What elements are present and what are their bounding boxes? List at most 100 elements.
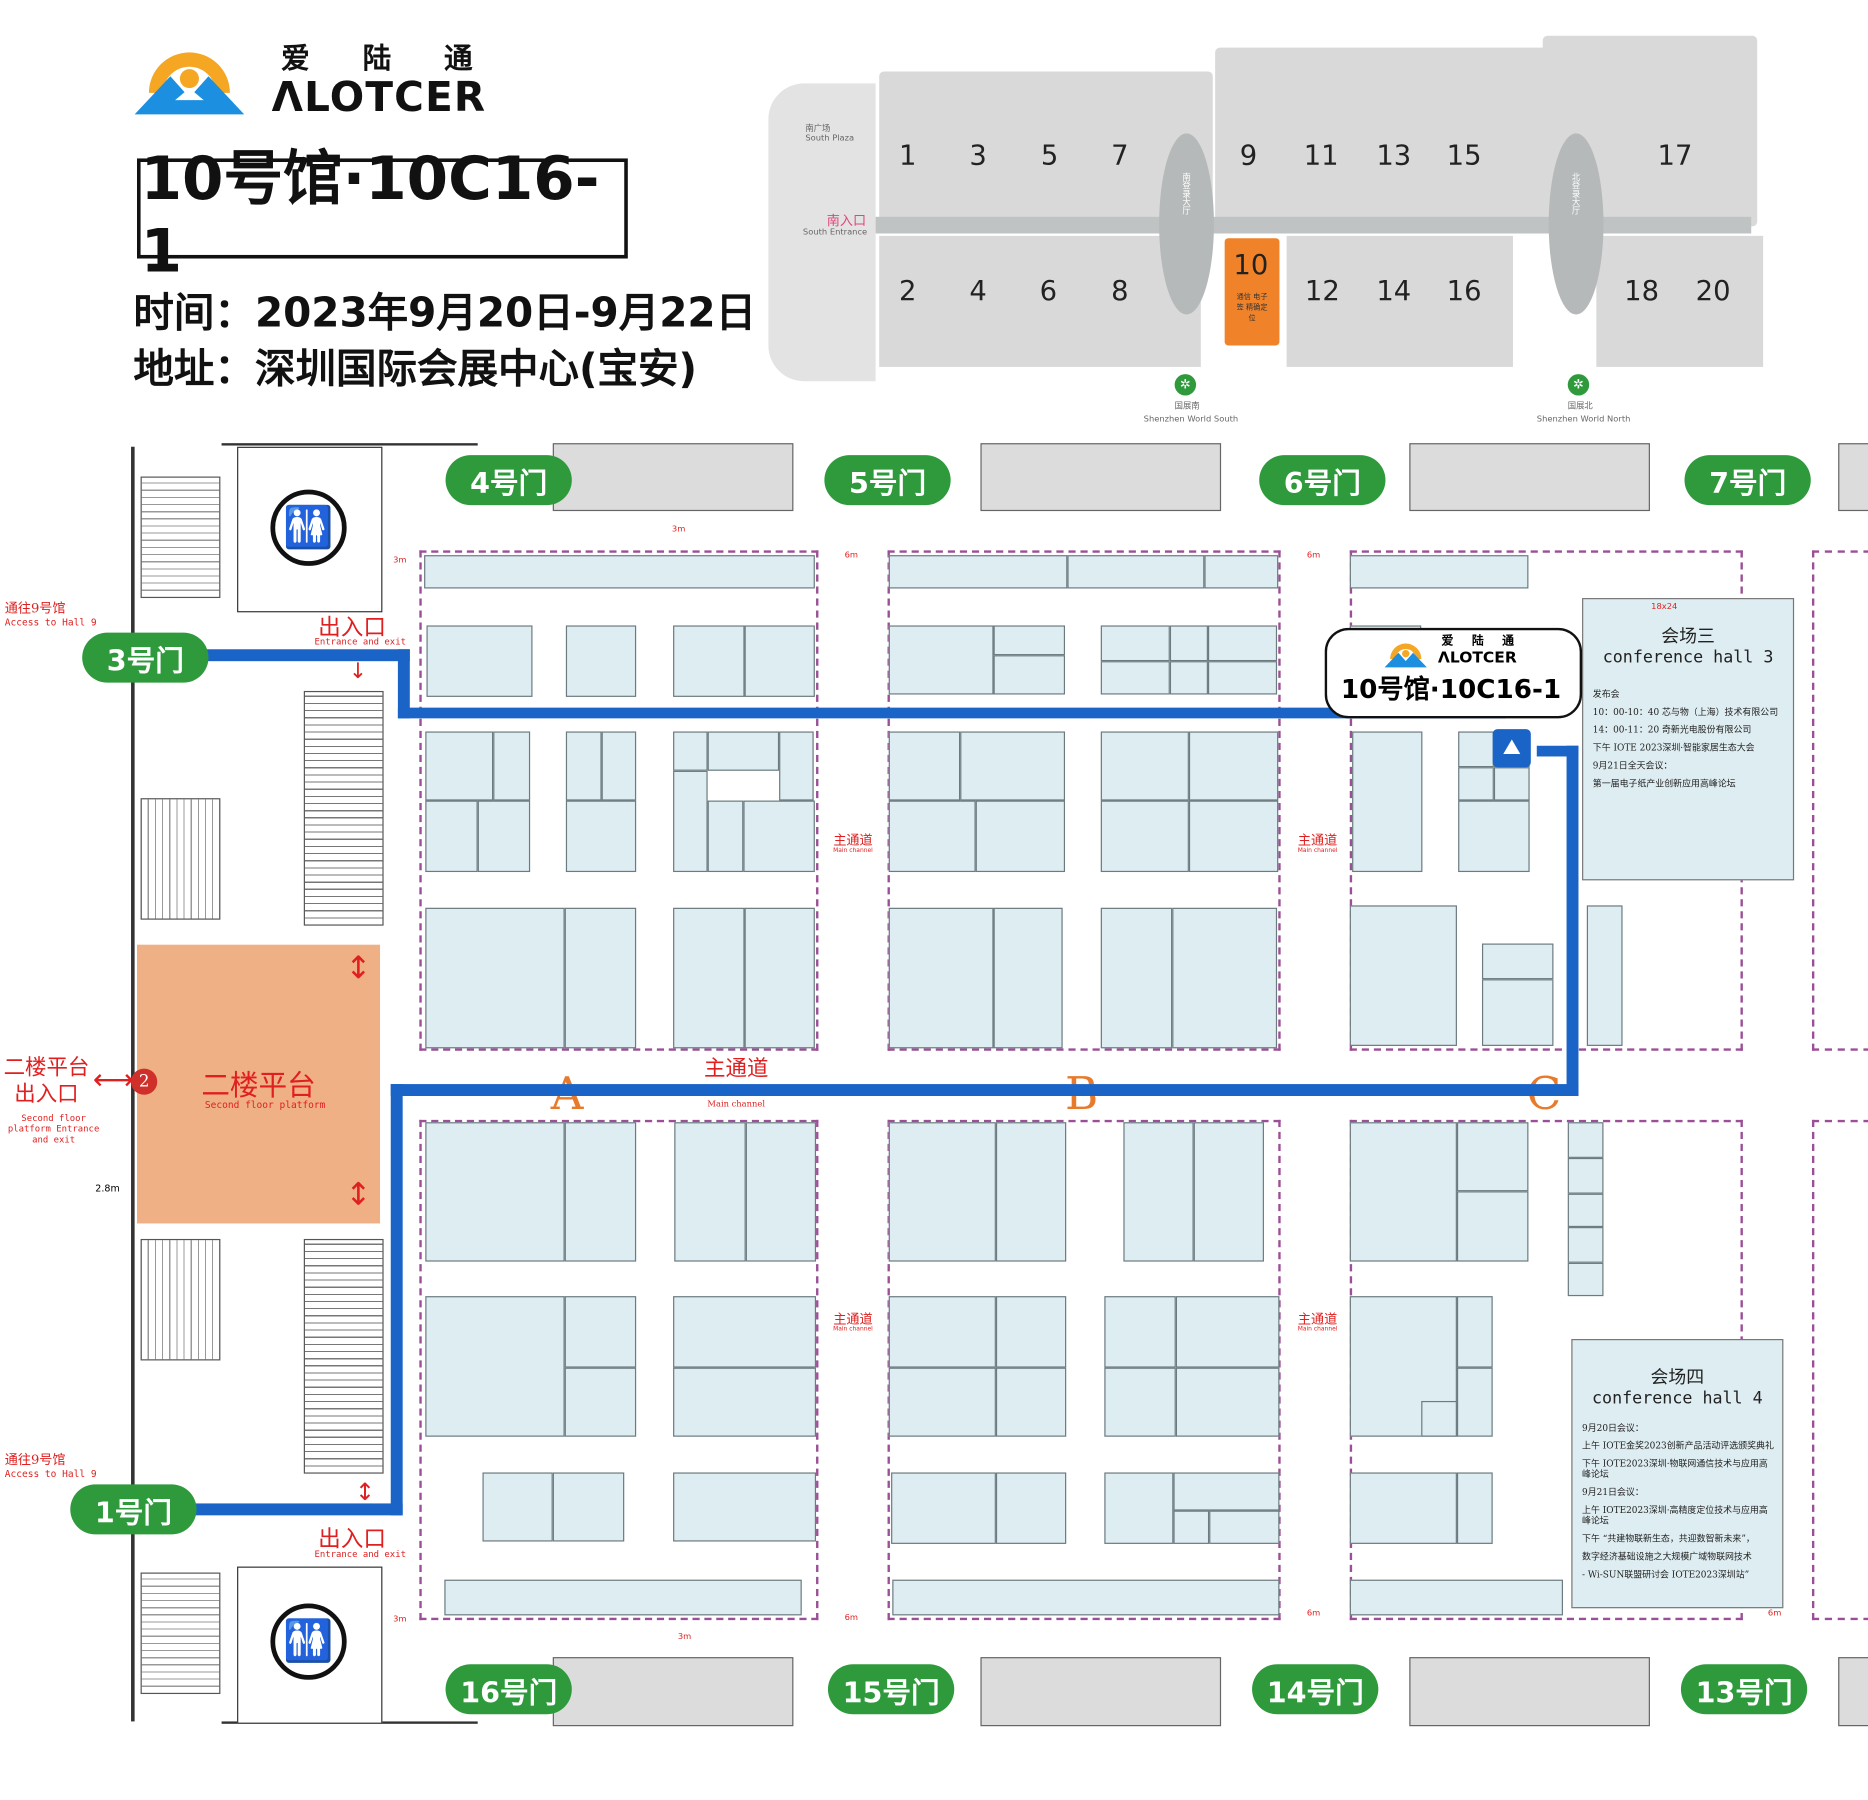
booth (888, 555, 1068, 589)
booth (1104, 1472, 1174, 1544)
dimension-label: 3m (393, 555, 407, 565)
hall4-title-en: conference hall 4 (1591, 1389, 1763, 1409)
restroom-north: 🚻 (237, 446, 383, 613)
booth (477, 800, 531, 873)
hall-number: 8 (1111, 276, 1129, 308)
metro-north-label-en: Shenzhen World North (1536, 414, 1631, 425)
booth (673, 770, 708, 873)
booth (960, 731, 1066, 801)
booth (426, 625, 533, 697)
booth (745, 1122, 817, 1262)
booth (1067, 555, 1205, 589)
wall-segment (980, 443, 1222, 512)
booth (1104, 1296, 1176, 1368)
hall-number: 14 (1376, 276, 1412, 308)
route-path (204, 649, 410, 662)
route-path (390, 1084, 403, 1516)
restroom-icon: 🚻 (270, 489, 347, 566)
south-lobby-label: 南登录大厅 (1181, 172, 1192, 215)
booth (1458, 731, 1494, 768)
booth (891, 1472, 996, 1544)
booth (424, 555, 815, 589)
hall-number: 17 (1657, 140, 1693, 172)
booth (707, 731, 780, 771)
metro-south-label-en: Shenzhen World South (1143, 414, 1239, 425)
hall-number: 7 (1111, 140, 1129, 172)
booth (1456, 1191, 1529, 1262)
wall-segment (552, 1657, 794, 1727)
entrance-label: 出入口 (318, 614, 386, 641)
schedule-line: 第一届电子纸产业创新应用高峰论坛 (1592, 777, 1736, 789)
restroom-icon: 🚻 (270, 1603, 347, 1680)
booth (888, 800, 976, 873)
booth (1100, 907, 1173, 1049)
booth (888, 1296, 996, 1368)
metro-south-icon: ✲ (1174, 374, 1197, 396)
route-path (1566, 745, 1579, 1096)
booth (995, 1296, 1067, 1368)
hall3-title-en: conference hall 3 (1602, 648, 1774, 668)
booth (1207, 625, 1278, 662)
brand-name-cn: 爱 陆 通 (281, 41, 495, 76)
route-path (390, 1084, 1579, 1096)
hall-number-highlighted: 10 (1233, 250, 1269, 282)
booth (1100, 800, 1189, 873)
booth (564, 907, 637, 1049)
booth (1172, 907, 1278, 1049)
wall-segment (1838, 443, 1868, 512)
booth-title: 10号馆·10C16-1 (136, 144, 628, 286)
booth (888, 731, 961, 801)
stairs (140, 1238, 221, 1361)
route-path (397, 707, 1506, 719)
booth (564, 1367, 637, 1437)
booth (1421, 1400, 1457, 1437)
booth (1458, 767, 1494, 801)
schedule-line: 9月21日会议： (1582, 1486, 1644, 1498)
main-channel-label-center-en: Main channel (707, 1099, 766, 1110)
brand-name-en: ΛLOTCER (271, 73, 487, 122)
booth (888, 625, 994, 695)
booth (1567, 1262, 1604, 1297)
booth (482, 1472, 553, 1542)
booth (995, 1122, 1067, 1262)
booth (1100, 661, 1170, 695)
escalator-south (303, 1238, 384, 1474)
booth (565, 731, 602, 801)
hall-number: 2 (899, 276, 917, 308)
booth (975, 800, 1066, 873)
route-path (397, 649, 410, 719)
booth (673, 907, 745, 1049)
schedule-line: 10：00-10：40 芯与物（上海）技术有限公司 (1592, 706, 1779, 718)
booth (1349, 905, 1457, 1046)
dimension-label: 3m (671, 524, 686, 534)
hall-number: 6 (1039, 276, 1058, 308)
booth (1349, 1122, 1457, 1262)
booth (707, 800, 744, 873)
platform-label-en: Second floor platform (204, 1099, 326, 1111)
booth (673, 1367, 817, 1437)
entrance-label: 出入口 (318, 1526, 386, 1553)
booth (744, 907, 815, 1049)
entrance-label-en: Entrance and exit (314, 1548, 406, 1560)
hall-number: 4 (969, 276, 987, 308)
booth (564, 1122, 637, 1262)
booth (1175, 1296, 1280, 1368)
hall4-title-cn: 会场四 (1650, 1366, 1705, 1388)
booth (1209, 1510, 1280, 1544)
south-plaza-label: 南广场 (805, 123, 831, 134)
metro-north-label: 国展北 (1567, 401, 1593, 411)
dimension-label: 6m (1306, 1608, 1321, 1618)
wall-segment (1838, 1657, 1868, 1727)
route-path (1536, 745, 1579, 757)
schedule-line: 上午 IOTE金奖2023创新产品活动评选颁奖典礼 (1582, 1440, 1774, 1452)
booth (1456, 1296, 1493, 1368)
booth (888, 907, 994, 1049)
booth (1567, 1122, 1604, 1158)
schedule-line: 发布会 (1592, 688, 1620, 700)
booth (425, 907, 565, 1049)
booth (1481, 943, 1554, 980)
dimension-label: 6m (844, 550, 859, 560)
booth (1456, 1122, 1529, 1192)
